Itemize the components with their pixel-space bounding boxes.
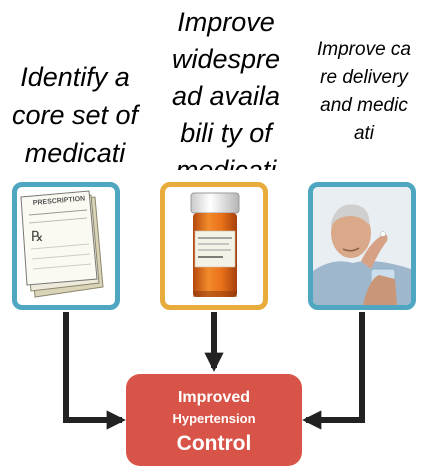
prescription-pad-icon: PRESCRIPTION ℞ xyxy=(20,190,104,298)
prescription-pad-frame: PRESCRIPTION ℞ xyxy=(12,182,120,310)
pad-rule xyxy=(31,253,91,260)
pill-bottle-icon xyxy=(190,192,240,297)
mouth xyxy=(342,247,360,252)
pad-header-text: PRESCRIPTION xyxy=(33,195,86,207)
pill xyxy=(380,231,386,237)
caption-identify-core-set: Identify a core set of medicati xyxy=(11,62,139,168)
raised-hand xyxy=(361,234,388,269)
pad-rule xyxy=(32,263,92,270)
rx-symbol: ℞ xyxy=(31,229,44,245)
bottle-label xyxy=(194,230,236,268)
pad-rule xyxy=(30,243,90,250)
man-taking-medication-illustration xyxy=(313,187,411,305)
pill-bottle-frame xyxy=(160,182,268,310)
improved-hypertension-control-box: Improved Hypertension Control xyxy=(126,374,302,466)
result-line-3: Control xyxy=(176,432,252,455)
arrow-left-to-result xyxy=(63,312,126,430)
holding-hand xyxy=(363,275,397,305)
arrow-right-to-result xyxy=(302,312,365,430)
pad-rule xyxy=(28,217,88,224)
bottle-base-shadow xyxy=(193,291,237,297)
caption-improve-care-delivery: Improve care delivery and medicati xyxy=(317,39,411,144)
face xyxy=(331,208,371,258)
pad-rule xyxy=(28,209,88,216)
hair xyxy=(331,204,370,227)
result-line-2: Hypertension xyxy=(172,411,256,426)
result-line-1: Improved xyxy=(177,389,250,406)
patient-photo-frame xyxy=(308,182,416,310)
caption-improve-availability: Improve widespre ad availabili ty of med… xyxy=(171,7,281,170)
